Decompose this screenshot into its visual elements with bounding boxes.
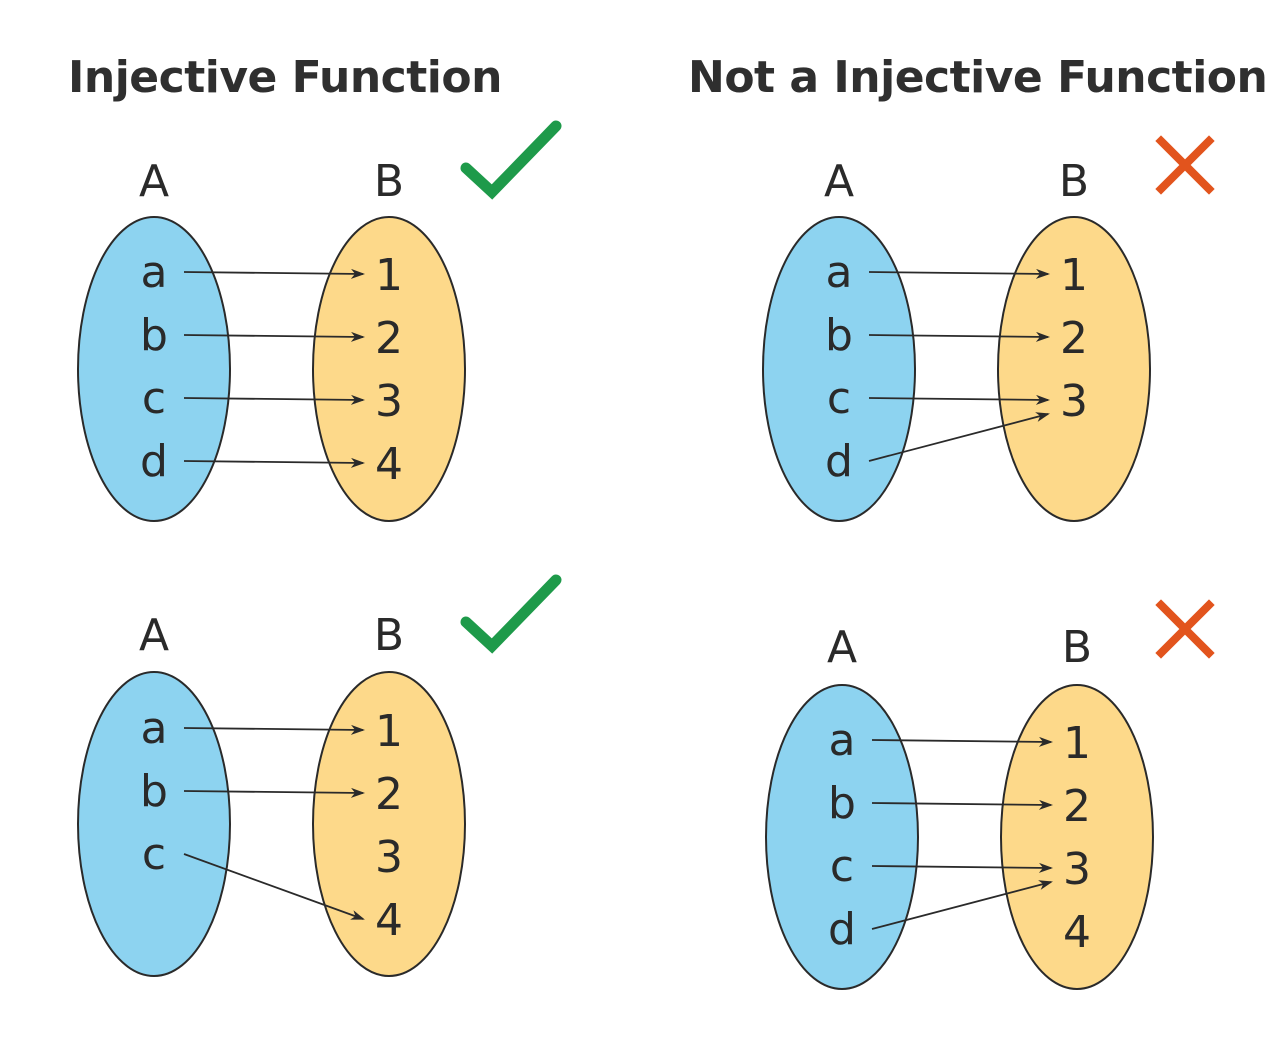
set-b-ellipse: [997, 216, 1151, 522]
codomain-element-2: 2: [1063, 781, 1091, 832]
domain-element-b: b: [828, 778, 856, 829]
mapping-arrow-d-3: [871, 880, 1053, 930]
set-a-label: A: [827, 622, 857, 673]
domain-element-a: a: [826, 247, 853, 298]
domain-element-b: b: [825, 310, 853, 361]
codomain-element-4: 4: [1063, 907, 1091, 958]
mapping-arrow-c-3: [871, 862, 1053, 873]
set-b-label: B: [374, 610, 404, 661]
set-b-label: B: [1062, 622, 1092, 673]
set-b-ellipse: [312, 216, 466, 522]
codomain-element-2: 2: [375, 769, 403, 820]
codomain-element-3: 3: [375, 832, 403, 883]
not-injective-function-heading: Not a Injective Function: [688, 52, 1268, 103]
cross-icon: [1155, 135, 1215, 195]
domain-element-d: d: [140, 436, 168, 487]
codomain-element-1: 1: [375, 706, 403, 757]
set-a-label: A: [139, 156, 169, 207]
domain-element-a: a: [141, 247, 168, 298]
mapping-arrow-a-1: [868, 268, 1050, 279]
mapping-arrow-c-3: [183, 394, 365, 405]
domain-element-c: c: [142, 373, 166, 424]
checkmark-icon: [460, 574, 562, 654]
mapping-arrow-a-1: [183, 724, 365, 735]
codomain-element-2: 2: [375, 313, 403, 364]
mapping-arrow-b-2: [183, 787, 365, 798]
mapping-arrow-d-3: [868, 412, 1050, 462]
codomain-element-3: 3: [375, 376, 403, 427]
mapping-arrow-d-4: [183, 457, 365, 468]
set-a-ellipse: [765, 684, 919, 990]
domain-element-b: b: [140, 310, 168, 361]
set-b-ellipse: [1000, 684, 1154, 990]
domain-element-a: a: [141, 703, 168, 754]
set-b-label: B: [374, 156, 404, 207]
set-b-label: B: [1059, 156, 1089, 207]
mapping-arrow-a-1: [871, 736, 1053, 747]
set-a-ellipse: [762, 216, 916, 522]
set-a-ellipse: [77, 671, 231, 977]
checkmark-icon: [460, 120, 562, 200]
cross-icon: [1155, 599, 1215, 659]
domain-element-d: d: [825, 436, 853, 487]
codomain-element-2: 2: [1060, 313, 1088, 364]
domain-element-c: c: [830, 841, 854, 892]
set-a-label: A: [139, 610, 169, 661]
mapping-arrow-b-2: [868, 331, 1050, 342]
domain-element-d: d: [828, 904, 856, 955]
injective-function-heading: Injective Function: [68, 52, 502, 103]
domain-element-c: c: [827, 373, 851, 424]
domain-element-a: a: [829, 715, 856, 766]
mapping-arrow-c-4: [183, 853, 365, 920]
codomain-element-3: 3: [1063, 844, 1091, 895]
domain-element-b: b: [140, 766, 168, 817]
codomain-element-4: 4: [375, 895, 403, 946]
mapping-arrow-a-1: [183, 268, 365, 279]
set-a-ellipse: [77, 216, 231, 522]
mapping-arrow-b-2: [871, 799, 1053, 810]
codomain-element-1: 1: [375, 250, 403, 301]
codomain-element-1: 1: [1060, 250, 1088, 301]
codomain-element-4: 4: [375, 439, 403, 490]
codomain-element-1: 1: [1063, 718, 1091, 769]
domain-element-c: c: [142, 829, 166, 880]
set-b-ellipse: [312, 671, 466, 977]
mapping-arrow-b-2: [183, 331, 365, 342]
codomain-element-3: 3: [1060, 376, 1088, 427]
mapping-arrow-c-3: [868, 394, 1050, 405]
set-a-label: A: [824, 156, 854, 207]
